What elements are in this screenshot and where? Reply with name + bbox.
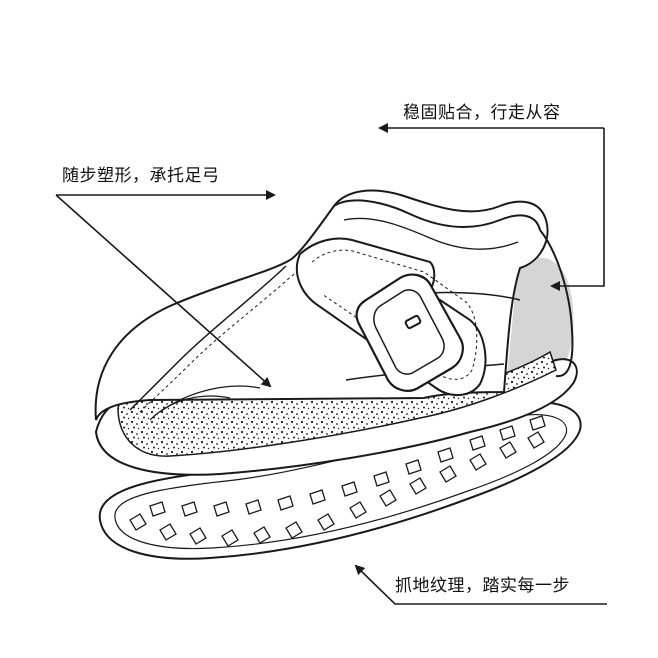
outsole-inner-edge bbox=[114, 414, 568, 550]
toe-wrinkle bbox=[159, 385, 261, 413]
callout-leaders bbox=[55, 123, 607, 605]
buckle-inner bbox=[373, 289, 445, 375]
callout-grip: 抓地纹理，踏实每一步 bbox=[395, 576, 570, 596]
callout-fit: 稳固贴合，行走从容 bbox=[403, 103, 561, 123]
heel-back bbox=[539, 229, 574, 378]
toe-wrinkle bbox=[149, 395, 231, 421]
collar bbox=[333, 199, 541, 231]
collar-inner bbox=[343, 217, 519, 250]
leader-fit bbox=[550, 128, 605, 291]
outsole bbox=[98, 401, 582, 560]
vamp-seam bbox=[129, 265, 287, 411]
buckle-prong bbox=[404, 314, 422, 330]
leader-arch-diag bbox=[55, 194, 272, 388]
leader-grip bbox=[354, 564, 607, 605]
outsole-tread-lugs bbox=[129, 415, 546, 547]
callout-arch: 随步塑形，承托足弓 bbox=[62, 166, 220, 186]
vamp-stitch bbox=[139, 273, 295, 413]
shoe-upper bbox=[94, 189, 578, 476]
